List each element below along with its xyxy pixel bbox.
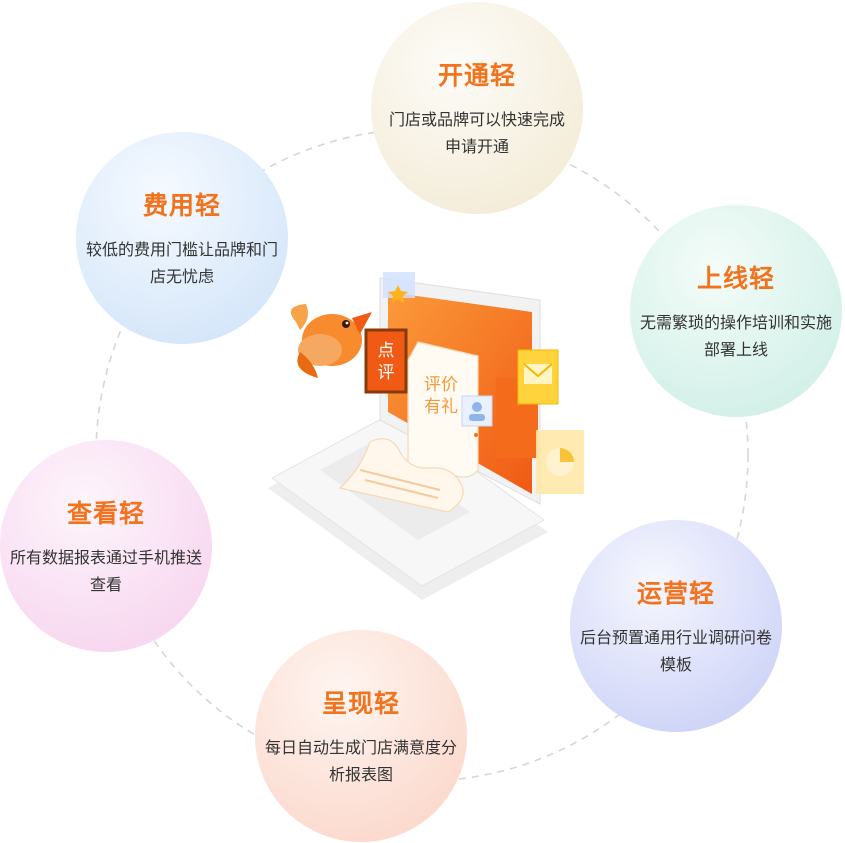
paper-text-line: 有礼 <box>424 397 458 417</box>
bubble-open-title: 开通轻 <box>437 61 516 90</box>
bubble-present-desc: 每日自动生成门店满意度分析报表图 <box>264 738 457 784</box>
bird-mascot <box>290 304 372 378</box>
paper-text: 评价有礼 <box>424 375 458 417</box>
bubble-open: 开通轻 门店或品牌可以快速完成申请开通 <box>371 2 583 214</box>
review-sign <box>364 328 408 394</box>
bubble-open-desc: 门店或品牌可以快速完成申请开通 <box>388 110 565 156</box>
bubble-cost-desc: 较低的费用门槛让品牌和门店无忧虑 <box>85 240 278 286</box>
sign-text-line: 点 <box>378 341 395 361</box>
accent-dot <box>474 433 478 437</box>
bubble-operate: 运营轻 后台预置通用行业调研问卷模板 <box>570 520 782 732</box>
laptop-illustration: 评价有礼 点评 <box>268 272 584 600</box>
bubble-online: 上线轻 无需繁琐的操作培训和实施部署上线 <box>630 205 842 417</box>
bubble-cost-title: 费用轻 <box>142 191 221 220</box>
bubble-view-title: 查看轻 <box>66 499 145 528</box>
paper-line <box>359 469 441 491</box>
avatar-icon <box>472 402 482 412</box>
bubble-present: 呈现轻 每日自动生成门店满意度分析报表图 <box>255 630 467 842</box>
paper-text-line: 评价 <box>424 375 458 395</box>
bubble-operate-desc: 后台预置通用行业调研问卷模板 <box>579 628 772 674</box>
bubble-view-desc: 所有数据报表通过手机推送查看 <box>9 548 202 594</box>
bubble-online-title: 上线轻 <box>696 264 775 293</box>
pie-chart-slice <box>560 448 574 462</box>
bubble-operate-title: 运营轻 <box>636 579 715 608</box>
avatar-body <box>469 414 485 421</box>
bubble-online-desc: 无需繁琐的操作培训和实施部署上线 <box>639 313 832 359</box>
bubble-view: 查看轻 所有数据报表通过手机推送查看 <box>0 440 212 652</box>
review-sign-text: 点评 <box>378 341 395 383</box>
bubble-present-title: 呈现轻 <box>321 689 400 718</box>
paper-curl <box>338 438 464 513</box>
star-icon <box>388 285 408 303</box>
bubble-cost: 费用轻 较低的费用门槛让品牌和门店无忧虑 <box>76 132 288 344</box>
mail-icon <box>523 363 553 378</box>
paper-line <box>364 479 439 499</box>
sign-text-line: 评 <box>378 363 395 383</box>
